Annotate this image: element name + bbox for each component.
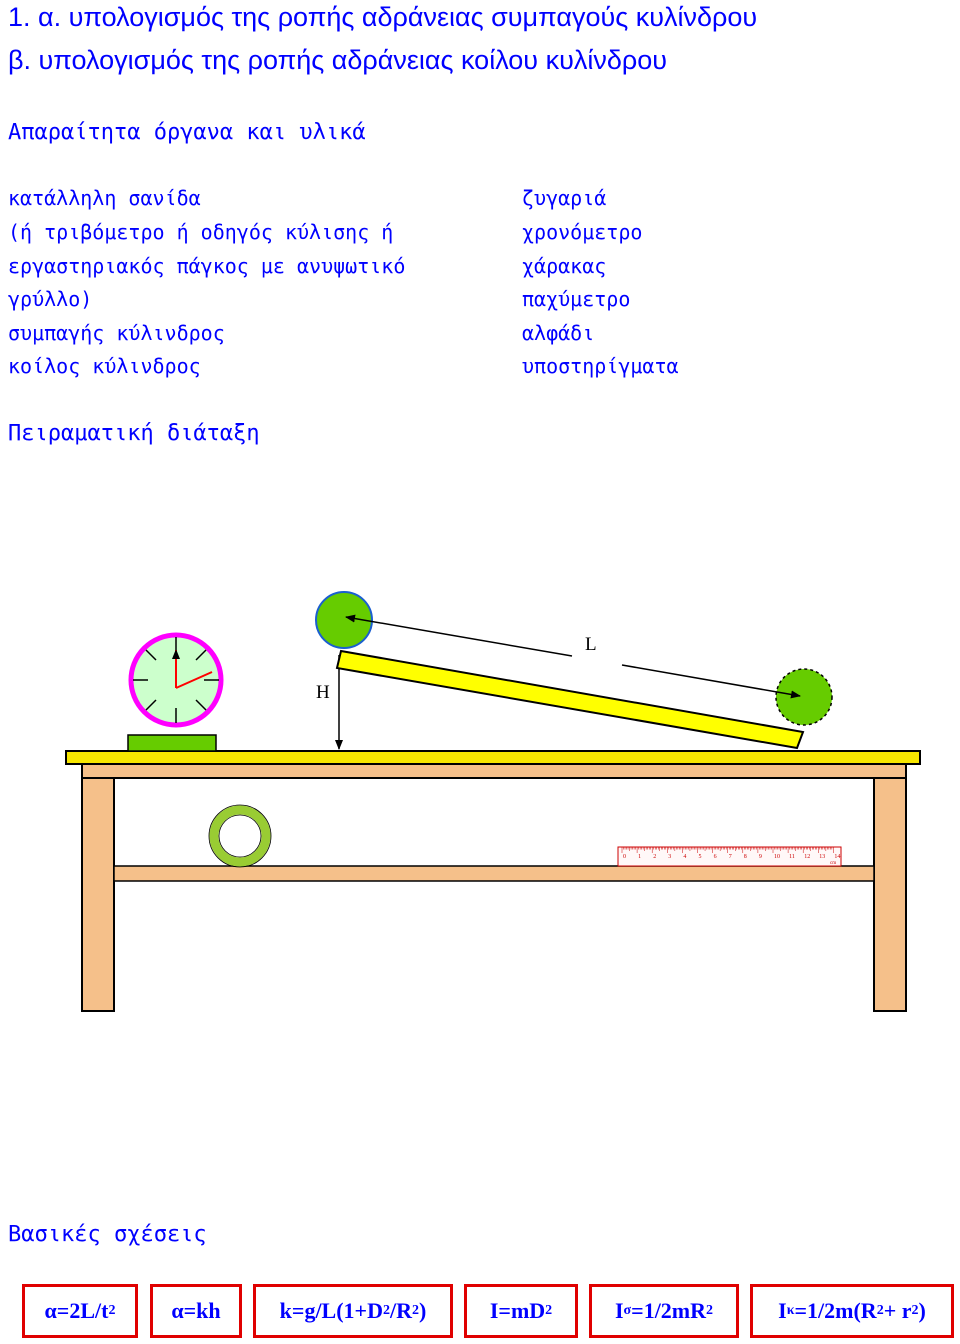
ruler-tick-label: 5 <box>699 854 702 860</box>
solid-cylinder-top <box>315 591 373 649</box>
stopwatch-hand-second <box>175 671 213 689</box>
ruler-tick-label: 6 <box>714 854 717 860</box>
hollow-cylinder <box>209 805 271 867</box>
table-shelf <box>113 865 875 882</box>
ruler-tick-label: 7 <box>729 854 732 860</box>
title-line-1: 1. α. υπολογισμός της ροπής αδράνειας συ… <box>8 2 758 32</box>
material-right-3: χάρακας <box>522 254 607 278</box>
formula-acceleration-height: α=kh <box>150 1284 242 1338</box>
distance-arrow-left <box>345 614 573 657</box>
material-left-5: συμπαγής κύλινδρος <box>8 321 225 345</box>
relations-heading: Βασικές σχέσεις <box>8 1222 207 1247</box>
distance-arrow-right <box>621 664 801 699</box>
material-right-4: παχύμετρο <box>522 287 631 311</box>
setup-heading: Πειραματική διάταξη <box>8 421 260 446</box>
material-right-2: χρονόμετρο <box>522 220 643 244</box>
stopwatch-base <box>127 734 217 752</box>
material-right-6: υποστηρίγματα <box>522 354 679 378</box>
materials-heading: Απαραίτητα όργανα και υλικά <box>8 120 366 145</box>
table-leg-right <box>873 777 907 1012</box>
ruler-unit: cm <box>830 861 836 866</box>
material-right-5: αλφάδι <box>522 321 595 345</box>
material-left-6: κοίλος κύλινδρος <box>8 354 201 378</box>
ruler-tick-label: 3 <box>668 854 671 860</box>
label-h: H <box>316 682 330 703</box>
ruler-tick-label: 0 <box>623 854 626 860</box>
table-apron <box>81 763 907 779</box>
material-left-4: γρύλλο) <box>8 287 93 311</box>
ruler-tick-label: 4 <box>683 854 686 860</box>
ruler-tick-label: 11 <box>789 854 795 860</box>
ruler-tick-label: 2 <box>653 854 656 860</box>
ruler-tick-label: 14 <box>834 854 840 860</box>
ruler-tick-label: 10 <box>774 854 780 860</box>
label-l: L <box>585 634 597 655</box>
ruler-tick-label: 9 <box>759 854 762 860</box>
material-left-3: εργαστηριακός πάγκος με ανυψωτικό <box>8 254 406 278</box>
solid-cylinder-bottom <box>775 668 833 726</box>
table-leg-left <box>81 777 115 1012</box>
table-top <box>65 750 921 765</box>
ruler-tick-label: 8 <box>744 854 747 860</box>
ruler-body <box>617 846 842 867</box>
ruler-tick-label: 12 <box>804 854 810 860</box>
table <box>65 750 921 1012</box>
inclined-board <box>335 649 805 750</box>
title-line-2: β. υπολογισμός της ροπής αδράνειας κοίλο… <box>8 45 668 75</box>
ruler-tick-label: 1 <box>638 854 641 860</box>
stopwatch <box>127 632 224 752</box>
material-right-1: ζυγαριά <box>522 186 607 210</box>
material-left-1: κατάλληλη σανίδα <box>8 186 201 210</box>
ruler-tick-label: 13 <box>819 854 825 860</box>
material-left-2: (ή τριβόμετρο ή οδηγός κύλισης ή <box>8 220 394 244</box>
